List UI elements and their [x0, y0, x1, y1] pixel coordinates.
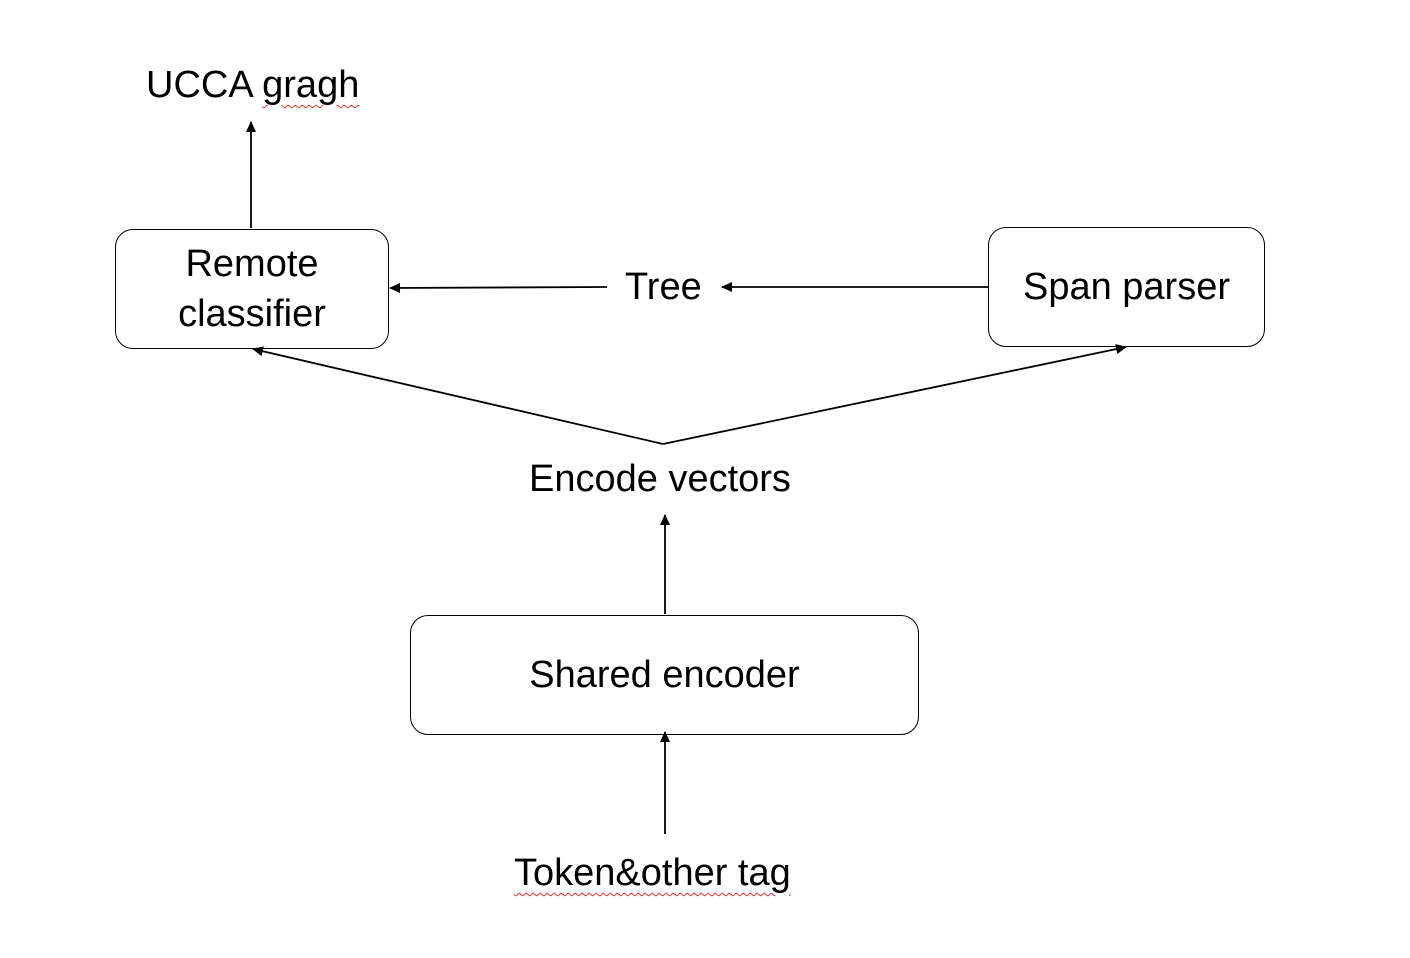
- node-encode-vectors: Encode vectors: [529, 456, 791, 502]
- tree-label: Tree: [625, 266, 702, 308]
- shared-encoder-label: Shared encoder: [529, 654, 800, 696]
- encode-vectors-label: Encode vectors: [529, 458, 791, 500]
- span-parser-label: Span parser: [1022, 266, 1230, 308]
- remote-classifier-label: Remote classifier: [178, 243, 326, 335]
- edge-tree-to-remote: [389, 282, 608, 293]
- ucca-graph-label: UCCA gragh: [146, 64, 360, 106]
- edge-encode-to-remote: [252, 346, 664, 445]
- edge-encode-to-span: [662, 344, 1127, 445]
- node-ucca-graph: UCCA gragh: [146, 62, 359, 108]
- node-shared-encoder: Shared encoder: [410, 615, 919, 735]
- node-remote-classifier: Remote classifier: [115, 229, 389, 349]
- node-tree: Tree: [625, 264, 702, 310]
- node-span-parser: Span parser: [988, 227, 1265, 347]
- node-token-tag: Token&other tag: [514, 850, 791, 896]
- token-tag-label: Token&other tag: [514, 852, 791, 894]
